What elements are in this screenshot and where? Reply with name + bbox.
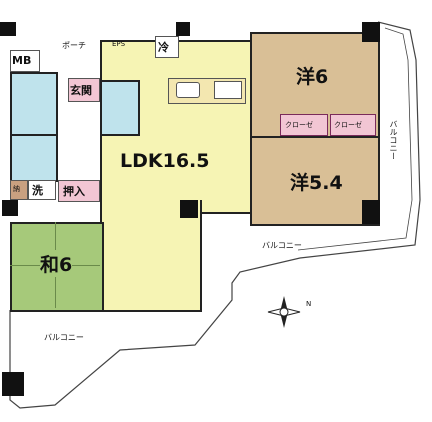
fridge-label: 冷 — [158, 41, 169, 54]
storage-label: 納 — [13, 185, 20, 193]
compass-icon — [267, 296, 301, 328]
pillar-top-right — [362, 22, 380, 42]
ldk-label: LDK16.5 — [120, 150, 210, 172]
washer-box — [28, 180, 56, 200]
balcony-middle-label: バルコニー — [262, 241, 302, 250]
western54-label: 洋5.4 — [290, 172, 343, 194]
toilet — [100, 80, 140, 136]
mb-label: MB — [12, 54, 32, 67]
balcony-inner-outline — [297, 27, 413, 251]
pillar-bottom-left — [2, 372, 24, 396]
balcony-bottom-label: バルコニー — [44, 333, 84, 342]
eps-label: EPS — [112, 40, 126, 48]
mb-box — [10, 50, 40, 72]
closet-box — [58, 180, 100, 202]
pillar-mid — [180, 200, 198, 218]
western6-label: 洋6 — [296, 66, 329, 88]
wardrobe1-label: クローゼ — [285, 121, 313, 129]
bathroom — [10, 72, 58, 138]
entrance-label: 玄関 — [70, 84, 92, 97]
pillar-mid-right — [362, 200, 380, 224]
sink — [176, 82, 200, 98]
porch-label: ポーチ — [62, 41, 86, 50]
balcony-right-outline — [9, 21, 421, 409]
wardrobe2-box — [330, 114, 376, 136]
balcony-right-label: バルコニー — [389, 120, 398, 160]
washroom-label: 洗 — [32, 184, 43, 197]
pillar-left — [2, 200, 18, 216]
washroom — [10, 134, 58, 182]
compass-label: N — [306, 300, 312, 308]
wardrobe1-box — [280, 114, 328, 136]
wardrobe2-label: クローゼ — [334, 121, 362, 129]
fridge-box — [155, 36, 179, 58]
entrance-box — [68, 78, 100, 102]
pillar-top-left — [0, 22, 16, 36]
pillar-top-mid — [176, 22, 190, 36]
stove — [214, 81, 242, 99]
japanese6-label: 和6 — [40, 250, 73, 277]
storage-box — [10, 180, 28, 200]
western54-room — [250, 136, 380, 226]
closet-label: 押入 — [63, 185, 85, 198]
